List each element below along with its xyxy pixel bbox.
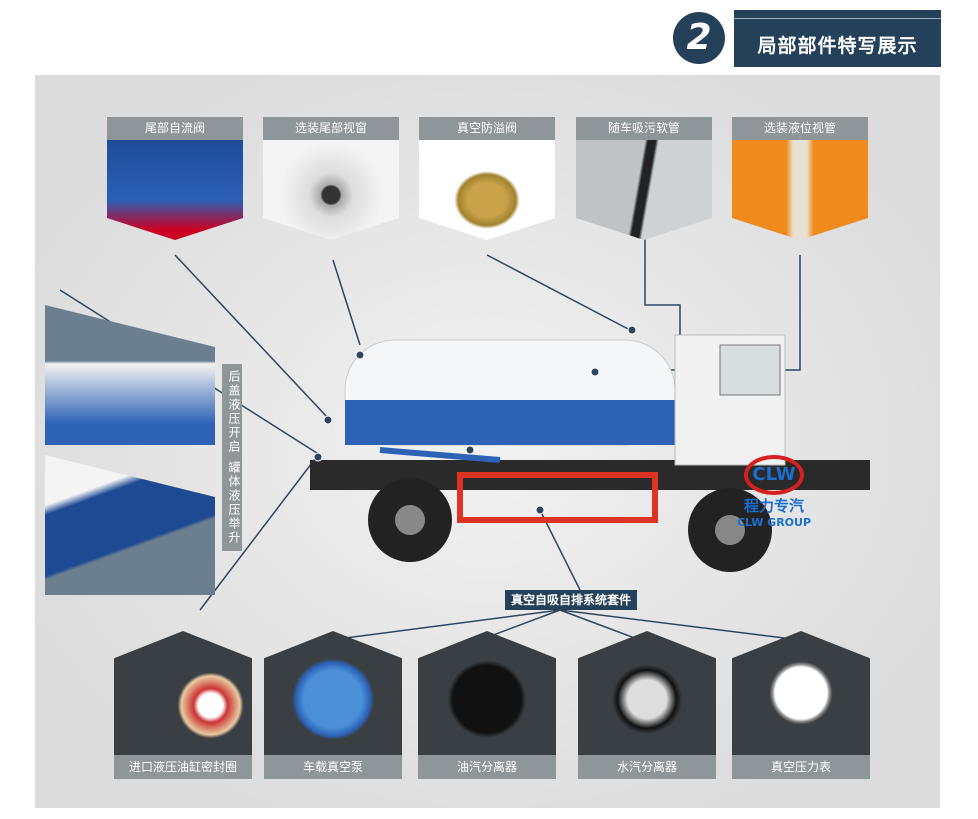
part-card-tail-valve: 尾部自流阀 <box>107 117 243 240</box>
part-card-tail-window: 选装尾部视窗 <box>263 117 399 240</box>
part-card-cylinder-seal: 进口液压油缸密封圈 <box>114 631 252 779</box>
part-card-water-separator: 水汽分离器 <box>578 631 716 779</box>
part-card-oil-separator: 油汽分离器 <box>418 631 556 779</box>
vacuum-truck-image <box>310 325 870 572</box>
part-card-level-gauge: 选装液位视管 <box>732 117 868 240</box>
vacuum-system-kit-label: 真空自吸自排系统套件 <box>505 590 638 610</box>
section-title: 局部部件特写展示 <box>734 10 941 67</box>
part-card-overflow-valve: 真空防溢阀 <box>419 117 555 240</box>
clw-logo: CLW 程力专汽 CLW GROUP <box>728 455 820 533</box>
side-label-tank-lift: 罐体液压举升 <box>222 455 242 551</box>
part-card-vacuum-pump: 车载真空泵 <box>264 631 402 779</box>
side-label-rear-cover: 后盖液压开启 <box>222 364 242 460</box>
part-card-suction-hose: 随车吸污软管 <box>576 117 712 240</box>
part-card-pressure-gauge: 真空压力表 <box>732 631 870 779</box>
section-number-badge: 2 <box>673 12 725 64</box>
